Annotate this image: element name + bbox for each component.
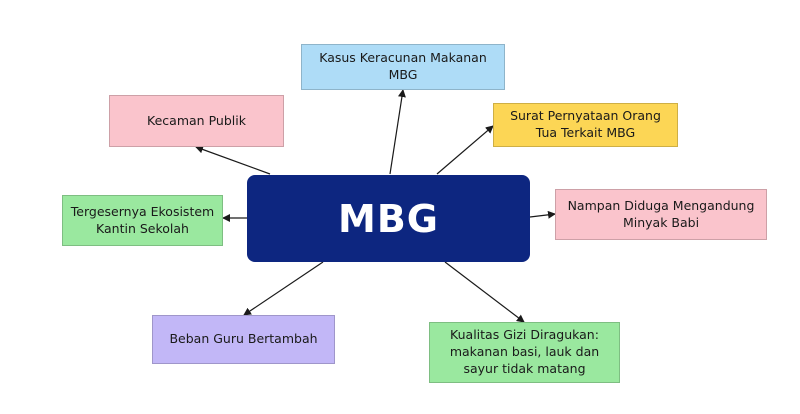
node-kecaman-publik: Kecaman Publik bbox=[109, 95, 284, 147]
node-kualitas-line-1: Kualitas Gizi Diragukan: bbox=[450, 327, 599, 343]
node-tergesernya-ekosistem: Tergesernya Ekosistem Kantin Sekolah bbox=[62, 195, 223, 246]
edge-kecaman bbox=[195, 145, 271, 175]
node-beban-line-1: Beban Guru Bertambah bbox=[169, 331, 318, 347]
node-kasus-line-2: MBG bbox=[388, 67, 418, 82]
node-kualitas-gizi: Kualitas Gizi Diragukan: makanan basi, l… bbox=[429, 322, 620, 383]
node-kecaman-line-1: Kecaman Publik bbox=[147, 112, 246, 128]
node-kasus-line-1: Kasus Keracunan Makanan bbox=[319, 50, 487, 66]
node-kualitas-line-2: makanan basi, lauk dan bbox=[449, 344, 600, 360]
node-nampan-line-1: Nampan Diduga Mengandung bbox=[567, 197, 755, 213]
edge-nampan bbox=[529, 210, 556, 219]
node-kualitas-line-3: sayur tidak matang bbox=[463, 360, 586, 376]
edge-beban bbox=[243, 261, 324, 316]
edge-surat bbox=[436, 125, 494, 175]
node-surat-line-1: Surat Pernyataan Orang bbox=[510, 108, 661, 124]
node-nampan-minyak-babi: Nampan Diduga Mengandung Minyak Babi bbox=[555, 189, 767, 240]
node-surat-pernyataan: Surat Pernyataan Orang Tua Terkait MBG bbox=[493, 103, 678, 147]
node-beban-guru: Beban Guru Bertambah bbox=[152, 315, 335, 364]
edge-kasus bbox=[389, 89, 406, 175]
center-node-label: MBG bbox=[338, 196, 439, 241]
node-tergeser-line-2: Kantin Sekolah bbox=[96, 220, 189, 236]
node-kasus-keracunan: Kasus Keracunan Makanan MBG bbox=[301, 44, 505, 90]
node-tergeser-line-1: Tergesernya Ekosistem bbox=[70, 203, 215, 219]
node-nampan-line-2: Minyak Babi bbox=[622, 214, 700, 230]
node-surat-line-2: Tua Terkait MBG bbox=[535, 125, 636, 140]
edge-kualitas bbox=[444, 261, 525, 323]
center-node-mbg: MBG bbox=[247, 175, 530, 262]
